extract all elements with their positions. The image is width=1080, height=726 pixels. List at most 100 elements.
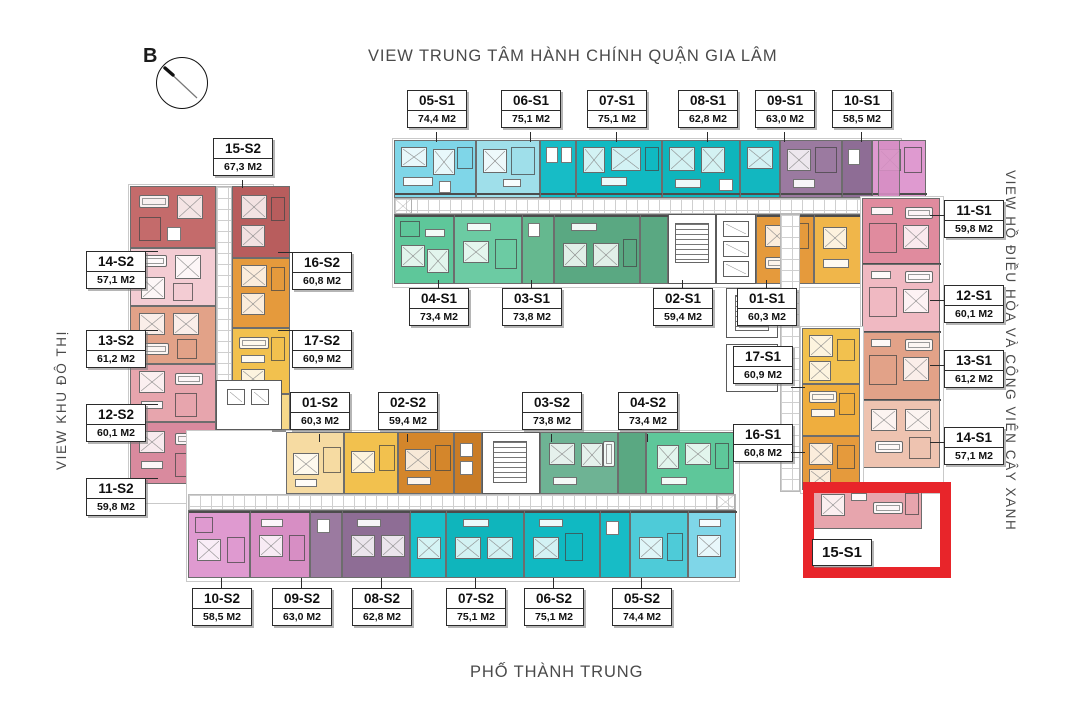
leader-12-s1	[930, 300, 944, 302]
apt-08-s1-b	[780, 140, 843, 198]
apt-03-s1-b	[554, 214, 641, 284]
unit-tag-06-s1[interactable]: 06-S1 75,1 M2	[501, 90, 561, 128]
apt-01-s2-a	[286, 432, 344, 494]
unit-area: 58,5 M2	[193, 608, 251, 625]
apt-05-s1-a	[394, 140, 477, 198]
shaft-top-1	[394, 198, 412, 214]
unit-tag-07-s2[interactable]: 07-S2 75,1 M2	[446, 588, 506, 626]
apt-09-s2-b	[342, 510, 411, 578]
unit-code: 08-S2	[363, 591, 401, 606]
apt-06-s1-a	[540, 140, 577, 198]
leader-02-s2	[407, 434, 409, 442]
leader-08-s2	[381, 578, 383, 588]
unit-tag-15-s2[interactable]: 15-S2 67,3 M2	[213, 138, 273, 176]
unit-tag-06-s2[interactable]: 06-S2 75,1 M2	[524, 588, 584, 626]
unit-code: 06-S2	[535, 591, 573, 606]
unit-area: 73,8 M2	[523, 412, 581, 429]
apt-04-s1-b	[454, 214, 523, 284]
corridor-bottom	[188, 494, 736, 510]
unit-tag-11-s1[interactable]: 11-S1 59,8 M2	[944, 200, 1004, 238]
apt-01-s2-b	[344, 432, 398, 494]
apt-09-s2-a	[310, 510, 343, 578]
service-core-bottom	[482, 432, 540, 494]
unit-code: 10-S1	[843, 93, 881, 108]
apt-17-s1-a	[802, 328, 860, 384]
unit-tag-10-s2[interactable]: 10-S2 58,5 M2	[192, 588, 252, 626]
unit-code: 17-S1	[744, 349, 782, 364]
unit-tag-15-s1[interactable]: 15-S1	[812, 539, 872, 566]
unit-tag-08-s1[interactable]: 08-S1 62,8 M2	[678, 90, 738, 128]
unit-tag-08-s2[interactable]: 08-S2 62,8 M2	[352, 588, 412, 626]
unit-tag-16-s1[interactable]: 16-S1 60,8 M2	[733, 424, 793, 462]
unit-code: 08-S1	[689, 93, 727, 108]
leader-10-s1	[861, 132, 863, 142]
unit-tag-09-s2[interactable]: 09-S2 63,0 M2	[272, 588, 332, 626]
highlight-frame-15-s1	[803, 482, 951, 578]
unit-tag-02-s1[interactable]: 02-S1 59,4 M2	[653, 288, 713, 326]
unit-tag-16-s2[interactable]: 16-S2 60,8 M2	[292, 252, 352, 290]
leader-04-s2	[647, 434, 649, 442]
unit-tag-01-s1[interactable]: 01-S1 60,3 M2	[737, 288, 797, 326]
unit-tag-01-s2[interactable]: 01-S2 60,3 M2	[290, 392, 350, 430]
unit-tag-14-s1[interactable]: 14-S1 57,1 M2	[944, 427, 1004, 465]
unit-tag-05-s2[interactable]: 05-S2 74,4 M2	[612, 588, 672, 626]
apt-17-s1-b	[802, 384, 860, 436]
unit-code: 17-S2	[303, 333, 341, 348]
unit-area: 74,4 M2	[408, 110, 466, 127]
apt-06-s2-b	[630, 510, 689, 578]
leader-06-s2	[553, 578, 555, 588]
unit-area: 63,0 M2	[273, 608, 331, 625]
leader-11-s2	[144, 478, 158, 480]
unit-tag-09-s1[interactable]: 09-S1 63,0 M2	[755, 90, 815, 128]
unit-tag-13-s1[interactable]: 13-S1 61,2 M2	[944, 350, 1004, 388]
unit-tag-05-s1[interactable]: 05-S1 74,4 M2	[407, 90, 467, 128]
leader-09-s1	[784, 132, 786, 142]
unit-code: 15-S2	[224, 141, 262, 156]
apt-12-s1	[862, 264, 941, 333]
apt-05-s1-b	[476, 140, 541, 198]
apt-10-s1-a	[878, 140, 900, 198]
unit-tag-02-s2[interactable]: 02-S2 59,4 M2	[378, 392, 438, 430]
unit-code: 14-S1	[955, 430, 993, 445]
unit-code: 07-S1	[598, 93, 636, 108]
unit-code: 05-S1	[418, 93, 456, 108]
unit-tag-12-s2[interactable]: 12-S2 60,1 M2	[86, 404, 146, 442]
unit-tag-12-s1[interactable]: 12-S1 60,1 M2	[944, 285, 1004, 323]
unit-tag-11-s2[interactable]: 11-S2 59,8 M2	[86, 478, 146, 516]
unit-tag-13-s2[interactable]: 13-S2 61,2 M2	[86, 330, 146, 368]
unit-tag-03-s2[interactable]: 03-S2 73,8 M2	[522, 392, 582, 430]
unit-tag-07-s1[interactable]: 07-S1 75,1 M2	[587, 90, 647, 128]
unit-area: 62,8 M2	[353, 608, 411, 625]
leader-02-s1	[682, 280, 684, 288]
unit-code: 04-S2	[629, 395, 667, 410]
unit-tag-03-s1[interactable]: 03-S1 73,8 M2	[502, 288, 562, 326]
unit-area: 61,2 M2	[945, 370, 1003, 387]
apt-15-s1	[812, 487, 922, 529]
apt-03-s1-a	[522, 214, 555, 284]
unit-tag-04-s2[interactable]: 04-S2 73,4 M2	[618, 392, 678, 430]
apt-16-s2	[232, 258, 290, 328]
unit-tag-14-s2[interactable]: 14-S2 57,1 M2	[86, 251, 146, 289]
unit-area: 60,9 M2	[293, 350, 351, 367]
unit-code: 03-S1	[513, 291, 551, 306]
apt-02-s2-b	[454, 432, 482, 494]
unit-tag-10-s1[interactable]: 10-S1 58,5 M2	[832, 90, 892, 128]
unit-code: 02-S2	[389, 395, 427, 410]
unit-tag-04-s1[interactable]: 04-S1 73,4 M2	[409, 288, 469, 326]
unit-code: 07-S2	[457, 591, 495, 606]
apt-03-s2-b	[618, 432, 646, 494]
leader-16-s1	[791, 452, 805, 454]
apt-08-s2-a	[410, 510, 447, 578]
unit-area: 62,8 M2	[679, 110, 737, 127]
unit-code: 16-S2	[303, 255, 341, 270]
apt-03-s1-c	[640, 214, 669, 284]
unit-code: 01-S2	[301, 395, 339, 410]
leader-14-s1	[930, 442, 944, 444]
unit-tag-17-s2[interactable]: 17-S2 60,9 M2	[292, 330, 352, 368]
apt-06-s2-a	[600, 510, 631, 578]
unit-tag-17-s1[interactable]: 17-S1 60,9 M2	[733, 346, 793, 384]
apt-02-s2-a	[398, 432, 454, 494]
leader-11-s1	[930, 215, 944, 217]
